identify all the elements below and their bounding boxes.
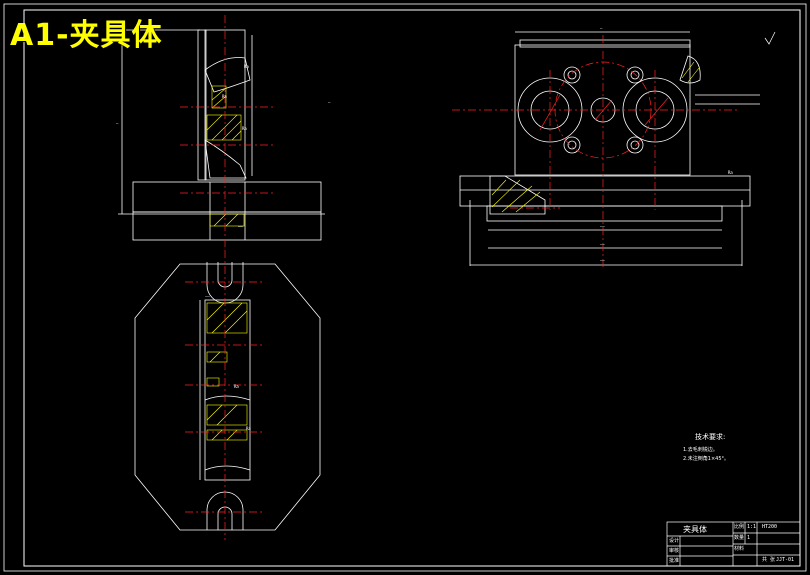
svg-text:—: — [328,100,331,105]
dimension-text-marks: Ra Ra Ra — —— — — —— —— —— Ra —— Ra Ra [116,26,733,431]
tech-req-item: 1.去毛刺锐边。 [683,447,718,453]
tech-req-heading: 技术要求: [695,433,726,441]
title-block-quantity-value: 1 [747,535,751,541]
svg-text:——: —— [600,224,605,229]
title-block-frame [666,521,801,567]
left-elevation-view [118,29,325,241]
svg-text:Ra: Ra [246,426,251,431]
outer-border [3,3,807,572]
svg-text:——: —— [600,258,605,263]
title-block-drawing-code: JJT-01 [776,557,795,563]
svg-text:—: — [116,121,119,126]
svg-text:——: —— [600,242,605,247]
svg-text:——: —— [238,224,243,229]
svg-text:Ra: Ra [242,126,247,131]
left-plan-view [134,262,321,531]
title-block-material-value: HT200 [762,524,778,530]
right-front-view [459,31,760,266]
technical-requirements: 技术要求: 1.去毛刺锐边。 2.未注倒角1×45°。 [683,432,729,462]
left-elevation-centerlines [180,15,275,250]
left-plan-centerlines [185,250,265,540]
sheet-title-overlay: A1-夹具体 [10,18,163,53]
title-block-sheet-label: 共 张 [762,557,776,563]
svg-text:Ra: Ra [728,170,733,175]
title-block-material-label: 材料 [734,546,745,552]
surface-roughness-icon [764,31,776,45]
title-block-row-label: 设计 [669,538,680,544]
svg-text:Ra: Ra [234,384,239,389]
svg-text:—: — [600,26,603,31]
svg-text:Ra: Ra [244,64,249,69]
title-block-quantity-label: 数量 [734,535,745,541]
title-block-row-label: 审核 [669,548,680,554]
left-elevation-hatch [206,85,245,227]
svg-text:Ra: Ra [222,94,227,99]
right-front-centerlines [452,35,740,270]
left-plan-hatch [206,302,248,441]
tech-req-item: 2.未注倒角1×45°。 [683,456,730,462]
title-block-scale-value: 1:1 [747,524,757,530]
title-block-scale-label: 比例 [734,524,745,530]
title-block-row-label: 批准 [669,558,680,564]
right-front-hatch [491,61,700,213]
inner-border [23,9,801,567]
title-block-part-name: 夹具体 [683,525,707,534]
svg-text:——: —— [205,294,210,299]
